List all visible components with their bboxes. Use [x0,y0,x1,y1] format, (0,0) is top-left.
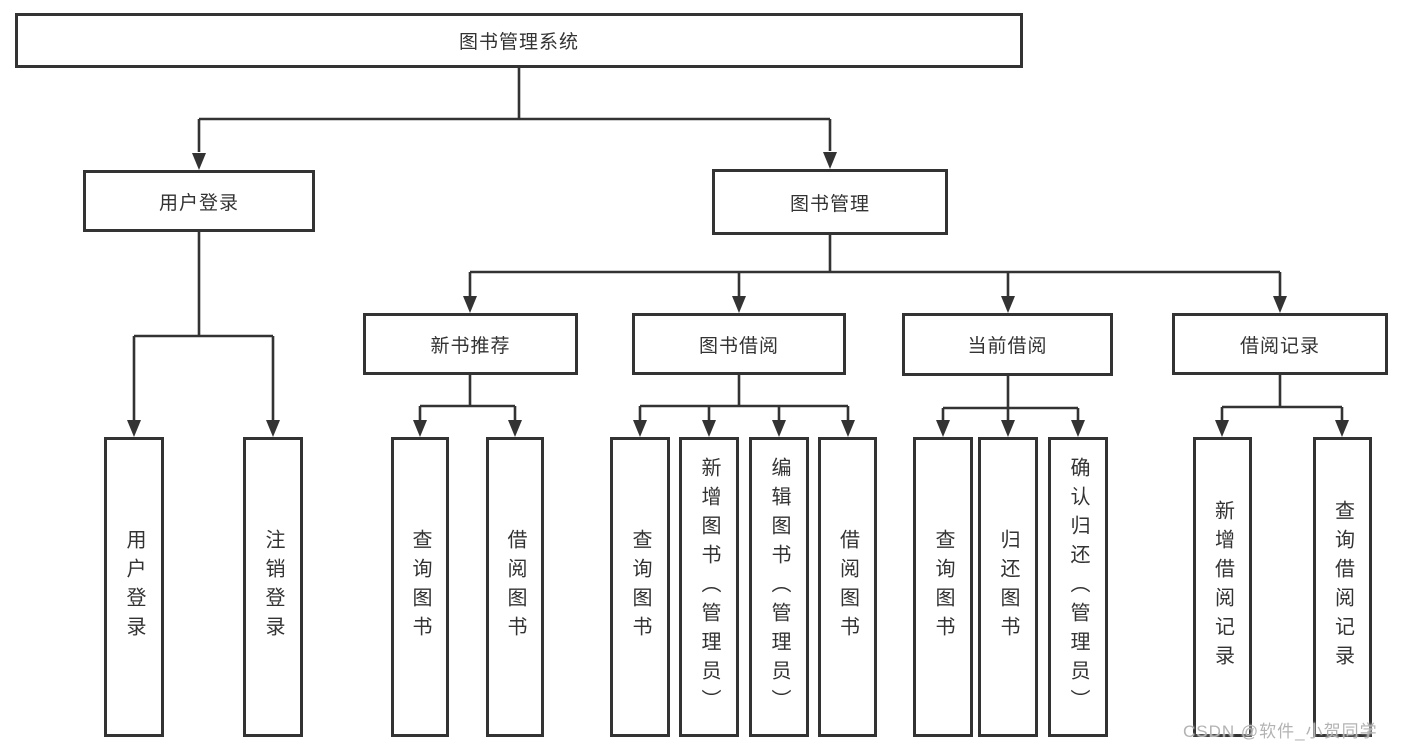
node-new-book-recommend: 新书推荐 [363,313,578,375]
connector-bookborrow-to-leaves [638,375,850,421]
leaf-query-books-1: 查询图书 [391,437,449,737]
leaf-edit-books-admin: 编辑图书（管理员） [749,437,809,737]
arrowhead [841,420,855,437]
leaf-logout: 注销登录 [243,437,303,737]
connector-bookmgmt-to-level3 [468,235,1282,296]
arrowhead [1335,420,1349,437]
node-label: 编辑图书（管理员） [768,456,790,718]
node-label: 新增图书（管理员） [698,456,720,718]
arrowhead [1001,420,1015,437]
leaf-confirm-return-admin: 确认归还（管理员） [1048,437,1108,737]
leaf-query-borrow-record: 查询借阅记录 [1313,437,1372,737]
arrowheads [127,152,1349,437]
connector-records-to-leaves [1220,375,1344,421]
node-label: 查询图书 [629,529,651,645]
arrowhead [936,420,950,437]
node-user-login: 用户登录 [83,170,315,232]
node-label: 借阅记录 [1239,335,1320,357]
arrowhead [1001,296,1015,313]
arrowhead [732,296,746,313]
node-label: 图书管理系统 [458,32,579,53]
arrowhead [1215,420,1229,437]
connector-newbooks-to-leaves [418,375,517,421]
node-label: 查询借阅记录 [1331,500,1354,674]
node-borrow-records: 借阅记录 [1172,313,1388,375]
leaf-add-books-admin: 新增图书（管理员） [679,437,739,737]
node-label: 归还图书 [997,529,1019,645]
node-root-system: 图书管理系统 [15,13,1023,68]
leaf-query-books-3: 查询图书 [913,437,973,737]
arrowhead [508,420,522,437]
node-label: 用户登录 [158,192,239,214]
connector-root-to-level2 [197,68,832,152]
leaf-user-login: 用户登录 [104,437,164,737]
leaf-borrow-books-1: 借阅图书 [486,437,544,737]
node-label: 注销登录 [262,529,284,645]
node-label: 借阅图书 [504,529,526,645]
node-label: 图书管理 [789,193,870,215]
arrowhead [772,420,786,437]
node-label: 确认归还（管理员） [1067,456,1089,718]
node-label: 当前借阅 [967,336,1048,357]
node-book-management: 图书管理 [712,169,948,235]
node-label: 查询图书 [409,529,431,645]
node-label: 新书推荐 [430,335,511,357]
csdn-watermark: CSDN @软件_小贺同学 [1183,722,1378,741]
arrowhead [192,153,206,170]
node-label: 图书借阅 [698,335,779,357]
node-current-borrow: 当前借阅 [902,313,1113,376]
connector-userlogin-to-leaves [132,232,275,420]
arrowhead [413,420,427,437]
node-book-borrow: 图书借阅 [632,313,846,375]
node-label: 新增借阅记录 [1211,500,1234,674]
arrowhead [1273,296,1287,313]
node-label: 借阅图书 [836,529,859,645]
arrowhead [823,152,837,169]
arrowhead [463,296,477,313]
arrowhead [633,420,647,437]
leaf-query-books-2: 查询图书 [610,437,670,737]
arrowhead [127,420,141,437]
node-label: 查询图书 [932,529,954,645]
leaf-borrow-books-2: 借阅图书 [818,437,877,737]
connector-currentborrow-to-leaves [941,376,1080,421]
leaf-add-borrow-record: 新增借阅记录 [1193,437,1252,737]
arrowhead [1071,420,1085,437]
node-label: 用户登录 [123,529,145,645]
arrowhead [266,420,280,437]
leaf-return-books: 归还图书 [978,437,1038,737]
arrowhead [702,420,716,437]
